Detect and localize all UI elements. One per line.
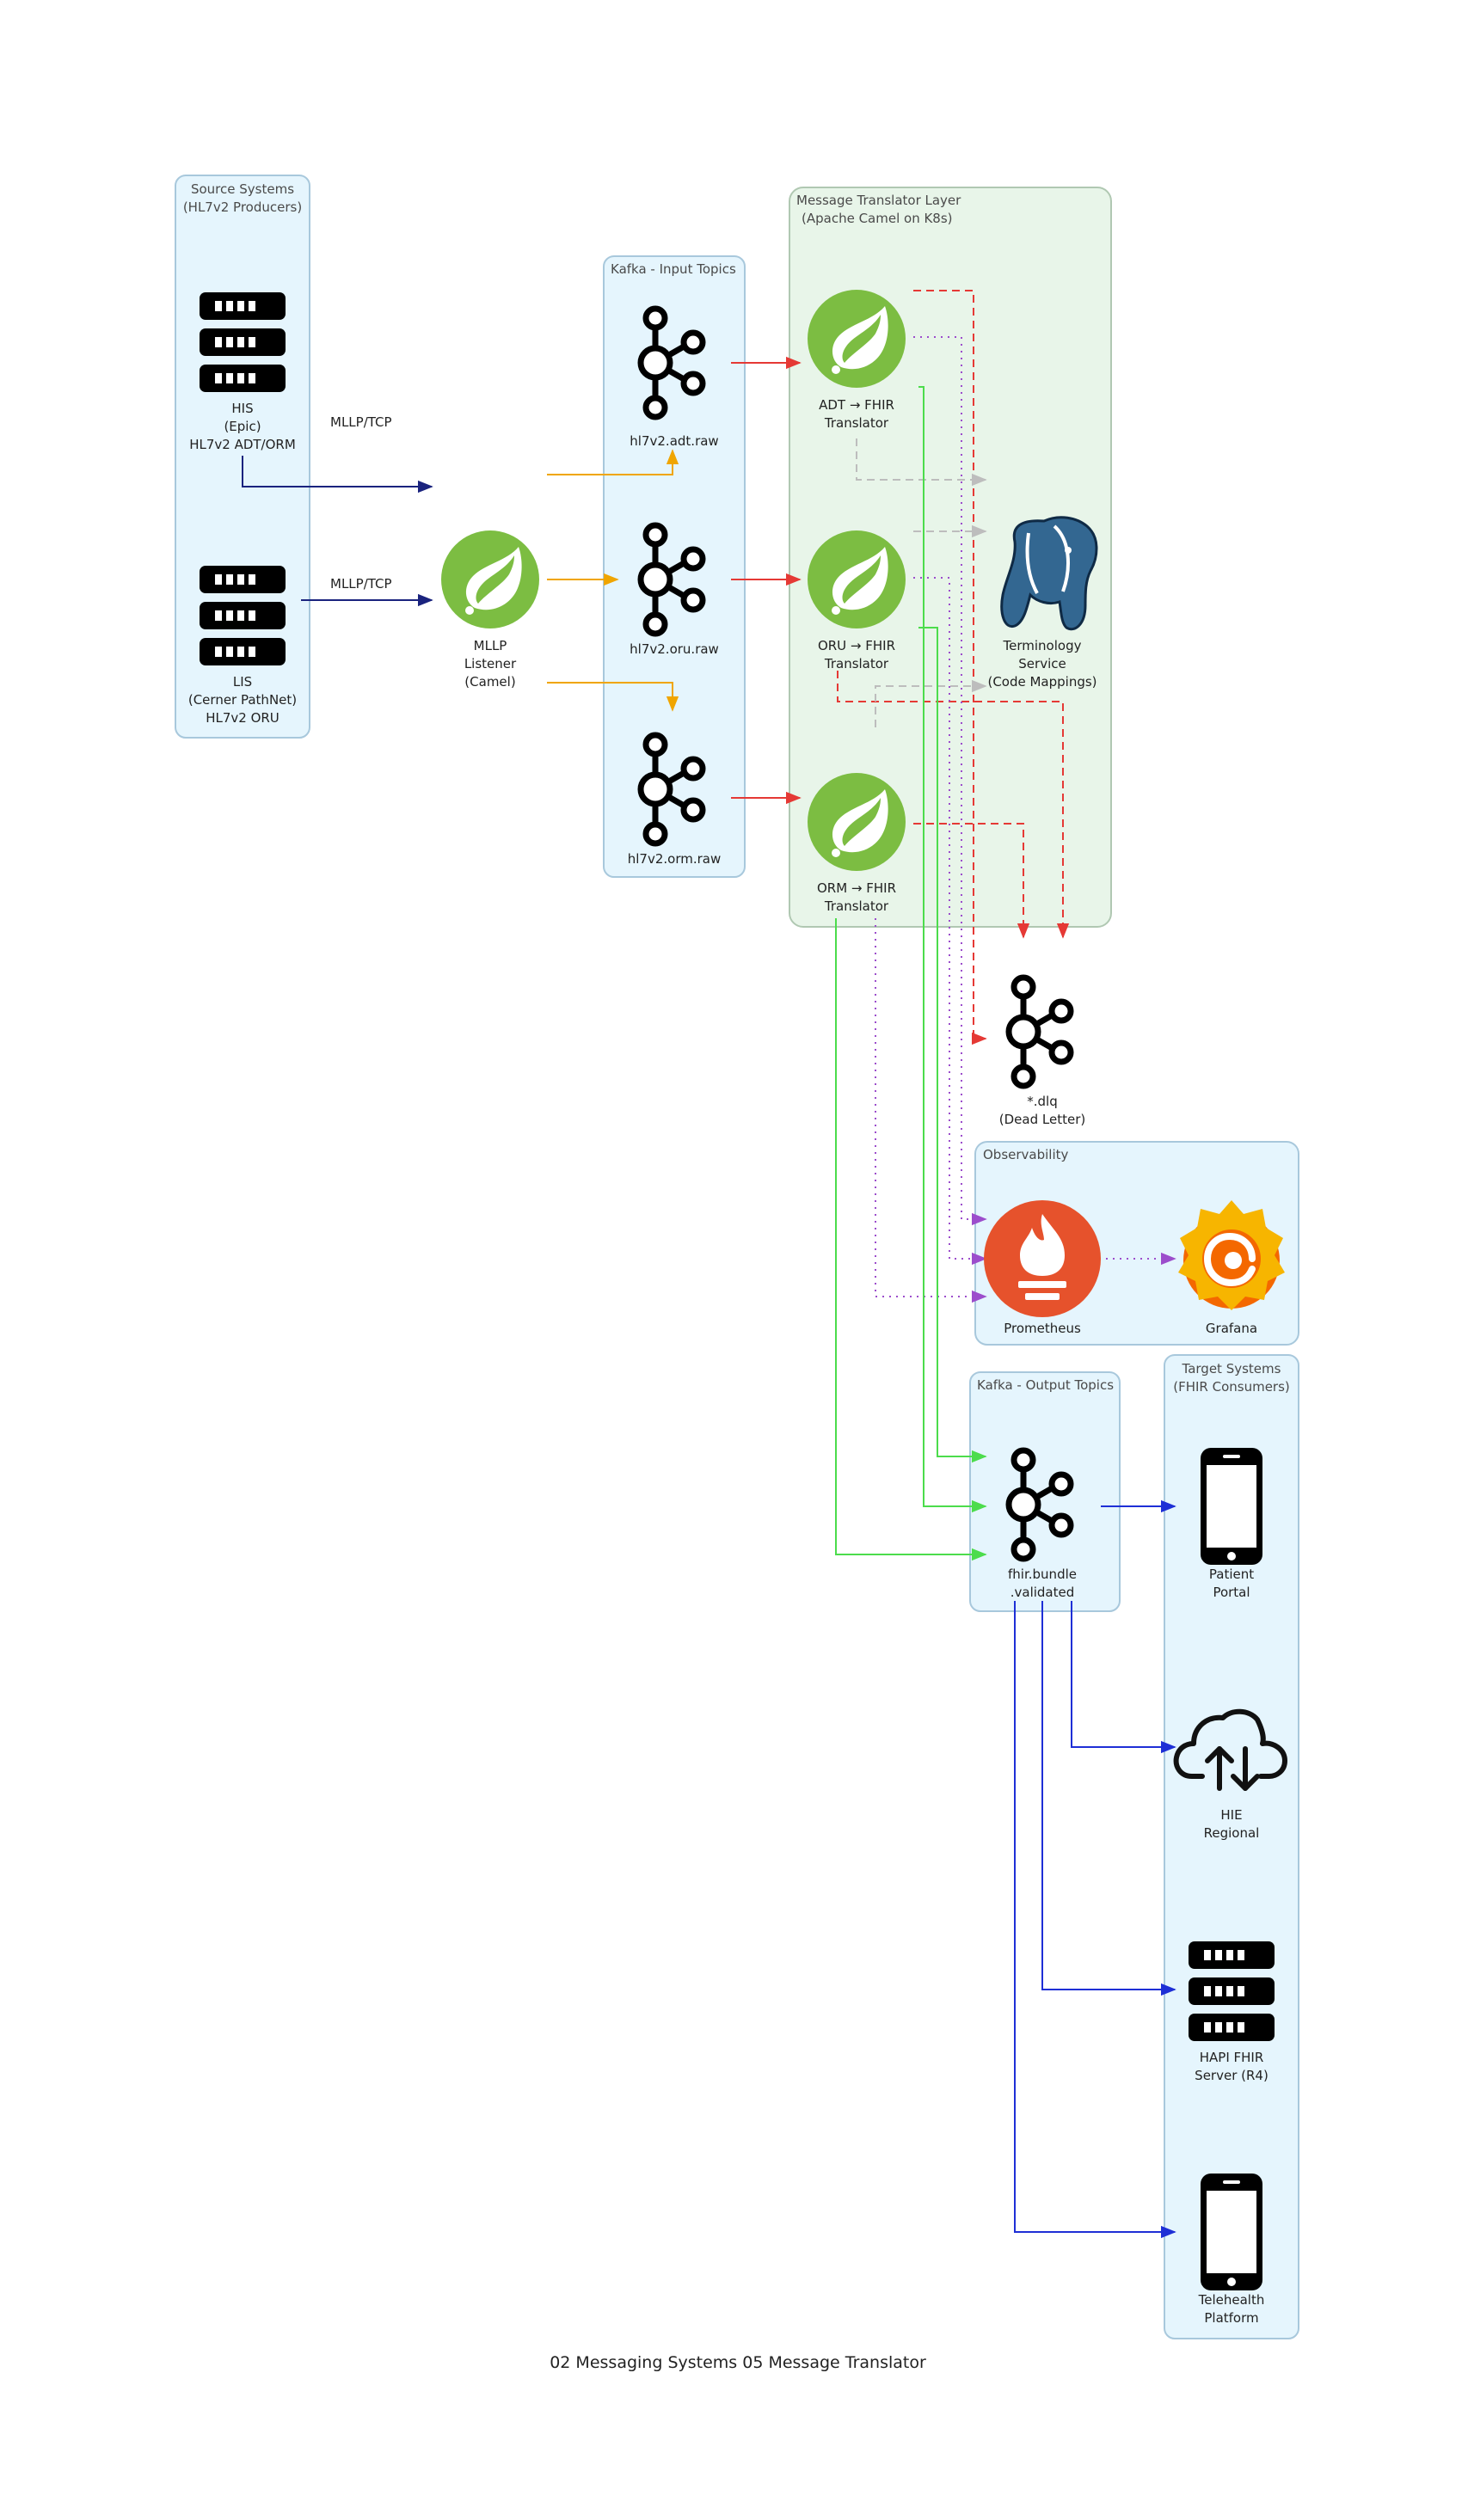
edge-orm-translator-to-fhir-bundle [835, 918, 987, 1561]
node-label: HAPI FHIR [1200, 2050, 1264, 2065]
spring-icon [808, 290, 906, 388]
kafka-icon [1009, 978, 1071, 1086]
edge-his-to-mllp [242, 456, 433, 494]
node-label: LIS [233, 674, 252, 690]
node-label: HL7v2 ADT/ORM [189, 437, 296, 452]
node-lis[interactable]: LIS (Cerner PathNet) HL7v2 ORU [188, 566, 297, 726]
node-hl7v2-orm-raw[interactable]: hl7v2.orm.raw [628, 735, 722, 867]
node-label: Patient [1209, 1567, 1254, 1582]
node-label: Prometheus [1004, 1321, 1081, 1336]
cluster-title: Observability [983, 1147, 1069, 1162]
diagram-caption: 02 Messaging Systems 05 Message Translat… [550, 2353, 926, 2372]
node-patient-portal[interactable]: Patient Portal [1201, 1448, 1262, 1600]
mobile-phone-icon [1201, 2174, 1262, 2290]
node-label: ORU → FHIR [818, 638, 895, 653]
node-label: Grafana [1206, 1321, 1257, 1336]
spring-icon [808, 530, 906, 628]
cluster-title: Message Translator Layer [796, 193, 961, 208]
node-label: Translator [824, 898, 889, 914]
node-label: HIE [1220, 1807, 1242, 1823]
edge-fhir-bundle-to-hie [1071, 1601, 1176, 1754]
cluster-title: Target Systems [1182, 1361, 1281, 1376]
node-label: (Camel) [464, 674, 515, 690]
cluster-title: Kafka - Input Topics [611, 261, 736, 277]
edge-adt-translator-to-terminology [856, 438, 987, 487]
edges [242, 290, 1176, 2239]
node-label: Telehealth [1198, 2292, 1265, 2308]
edge-mllp-to-orm-raw [547, 682, 679, 712]
cluster-subtitle: (Apache Camel on K8s) [802, 211, 953, 226]
server-icon [1189, 1941, 1275, 2041]
node-label: ADT → FHIR [819, 397, 894, 413]
node-label: Server (R4) [1195, 2068, 1268, 2083]
edge-oru-translator-to-fhir-bundle [918, 627, 987, 1463]
edge-adt-translator-to-prometheus [913, 336, 987, 1226]
node-label: Regional [1204, 1825, 1260, 1841]
node-oru-fhir-translator[interactable]: ORU → FHIR Translator [808, 530, 906, 671]
node-telehealth-platform[interactable]: Telehealth Platform [1198, 2174, 1265, 2326]
node-label: .validated [1010, 1585, 1075, 1600]
node-label: MLLP [474, 638, 507, 653]
node-label: (Code Mappings) [987, 674, 1096, 690]
node-fhir-bundle-validated[interactable]: fhir.bundle .validated [1008, 1450, 1077, 1600]
edge-label-lis-mllp: MLLP/TCP [330, 576, 392, 592]
cloud-sync-icon [1173, 1708, 1287, 1791]
node-label: hl7v2.adt.raw [630, 433, 718, 449]
cluster-title: Source Systems [191, 181, 294, 197]
edge-fhir-bundle-to-hapi [1041, 1601, 1176, 1996]
node-label: (Dead Letter) [999, 1112, 1085, 1127]
cluster-target-systems: Target Systems (FHIR Consumers) [1164, 1354, 1299, 2339]
prometheus-icon [984, 1200, 1101, 1317]
edge-mllp-to-adt-raw [547, 449, 679, 475]
node-label: hl7v2.orm.raw [628, 851, 722, 867]
cluster-title: Kafka - Output Topics [977, 1377, 1114, 1393]
node-label: HIS [231, 401, 253, 416]
edge-adt-translator-to-dlq [913, 290, 987, 1045]
server-icon [200, 566, 286, 665]
node-dead-letter-queue[interactable]: *.dlq (Dead Letter) [999, 978, 1085, 1127]
grafana-icon [1178, 1200, 1285, 1310]
edge-adt-translator-to-fhir-bundle [918, 386, 987, 1513]
node-label: Platform [1204, 2310, 1258, 2326]
node-terminology-service[interactable]: Terminology Service (Code Mappings) [987, 516, 1098, 690]
edge-orm-translator-to-terminology [875, 679, 987, 727]
node-mllp-listener[interactable]: MLLP Listener (Camel) [441, 530, 539, 690]
cluster-subtitle: (FHIR Consumers) [1173, 1379, 1290, 1395]
server-icon [200, 292, 286, 392]
node-adt-fhir-translator[interactable]: ADT → FHIR Translator [808, 290, 906, 431]
mobile-phone-icon [1201, 1448, 1262, 1565]
node-label: (Cerner PathNet) [188, 692, 297, 708]
node-label: fhir.bundle [1008, 1567, 1077, 1582]
edge-fhir-bundle-to-telehealth [1014, 1601, 1176, 2239]
cluster-subtitle: (HL7v2 Producers) [183, 199, 302, 215]
node-his[interactable]: HIS (Epic) HL7v2 ADT/ORM [189, 292, 296, 452]
node-label: Listener [464, 656, 517, 671]
node-orm-fhir-translator[interactable]: ORM → FHIR Translator [808, 773, 906, 914]
edge-orm-translator-to-prometheus [875, 918, 987, 1303]
node-label: Translator [824, 415, 889, 431]
node-grafana[interactable]: Grafana [1178, 1200, 1285, 1336]
node-label: *.dlq [1027, 1094, 1057, 1109]
node-label: hl7v2.oru.raw [630, 641, 719, 657]
node-label: (Epic) [224, 419, 261, 434]
node-label: HL7v2 ORU [206, 710, 280, 726]
edge-orm-translator-to-dlq [913, 823, 1030, 939]
node-hapi-fhir-server[interactable]: HAPI FHIR Server (R4) [1189, 1941, 1275, 2083]
node-label: Translator [824, 656, 889, 671]
spring-icon [441, 530, 539, 628]
node-hl7v2-oru-raw[interactable]: hl7v2.oru.raw [630, 525, 719, 657]
postgresql-icon [1000, 516, 1098, 631]
node-label: Terminology [1003, 638, 1082, 653]
node-label: Service [1018, 656, 1066, 671]
node-label: Portal [1213, 1585, 1250, 1600]
edge-label-his-mllp: MLLP/TCP [330, 414, 392, 430]
node-label: ORM → FHIR [817, 880, 896, 896]
node-hl7v2-adt-raw[interactable]: hl7v2.adt.raw [630, 309, 719, 449]
node-hie-regional[interactable]: HIE Regional [1173, 1708, 1287, 1841]
node-prometheus[interactable]: Prometheus [984, 1200, 1101, 1336]
spring-icon [808, 773, 906, 871]
